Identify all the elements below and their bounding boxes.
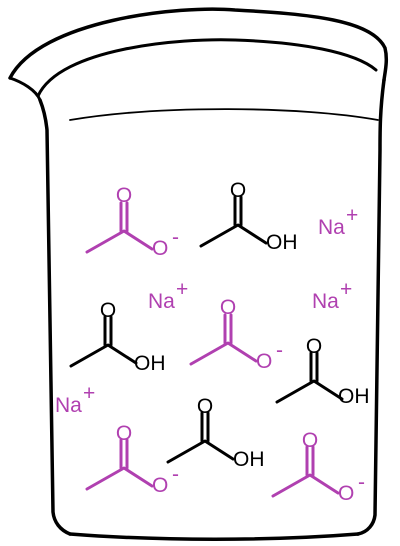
acetic-acid-skeleton [166,411,235,464]
beaker-rim-inner [36,38,378,98]
acetic-acid-molecule: O OH [166,395,265,471]
acetate-carbonyl-oxygen: O [220,296,236,319]
acetate-skeleton [189,313,258,366]
acetic-acid-molecule: O OH [275,335,370,408]
acetate-oxygen: O [338,482,354,505]
acetic-acid-skeleton [69,315,138,368]
acid-hydroxyl-group: OH [233,448,265,471]
sodium-ion: Na + [312,278,352,313]
acetic-acid-skeleton [199,195,268,248]
acetic-acid-molecule: O OH [199,179,298,254]
sodium-positive-charge: + [340,278,352,301]
acetate-skeleton [85,201,154,254]
acid-carbonyl-oxygen: O [230,179,246,202]
acetate-carbonyl-oxygen: O [116,422,132,445]
beaker-outline [8,7,389,541]
acid-carbonyl-oxygen: O [306,335,322,358]
beaker-spout [8,76,42,102]
acetate-carbonyl-oxygen: O [302,429,318,452]
sodium-positive-charge: + [346,204,358,227]
acid-carbonyl-oxygen: O [100,299,116,322]
acetic-acid-skeleton [275,351,344,404]
acetate-oxygen: O [256,350,272,373]
acetate-oxygen: O [152,237,168,260]
sodium-ion: Na + [148,278,188,313]
beaker-left-wall [38,98,72,536]
acetate-ion: O O - [85,184,179,260]
sodium-symbol: Na [312,290,339,313]
acetate-negative-charge: - [358,471,365,494]
acetate-skeleton [271,445,340,498]
sodium-ion: Na + [318,204,358,239]
sodium-symbol: Na [318,216,345,239]
acid-carbonyl-oxygen: O [197,395,213,418]
sodium-positive-charge: + [176,278,188,301]
acid-hydroxyl-group: OH [338,385,370,408]
acid-hydroxyl-group: OH [266,231,298,254]
sodium-positive-charge: + [83,382,95,405]
acetate-negative-charge: - [276,339,283,362]
sodium-symbol: Na [55,394,82,417]
acetate-carbonyl-oxygen: O [116,184,132,207]
acetate-negative-charge: - [172,463,179,486]
beaker-right-wall [356,78,386,536]
sodium-symbol: Na [148,290,175,313]
acetate-ion: O O - [189,296,283,373]
beaker-fill-line [69,108,379,121]
acetate-ion: O O - [271,429,365,505]
sodium-ion: Na + [55,382,95,417]
acetic-acid-molecule: O OH [69,299,166,375]
acetate-skeleton [85,438,154,491]
acetate-ion: O O - [85,422,179,497]
beaker-rim-outer [8,7,389,82]
acetate-negative-charge: - [172,226,179,249]
beaker-bottom [68,532,360,541]
acid-hydroxyl-group: OH [134,352,166,375]
acetate-oxygen: O [152,474,168,497]
